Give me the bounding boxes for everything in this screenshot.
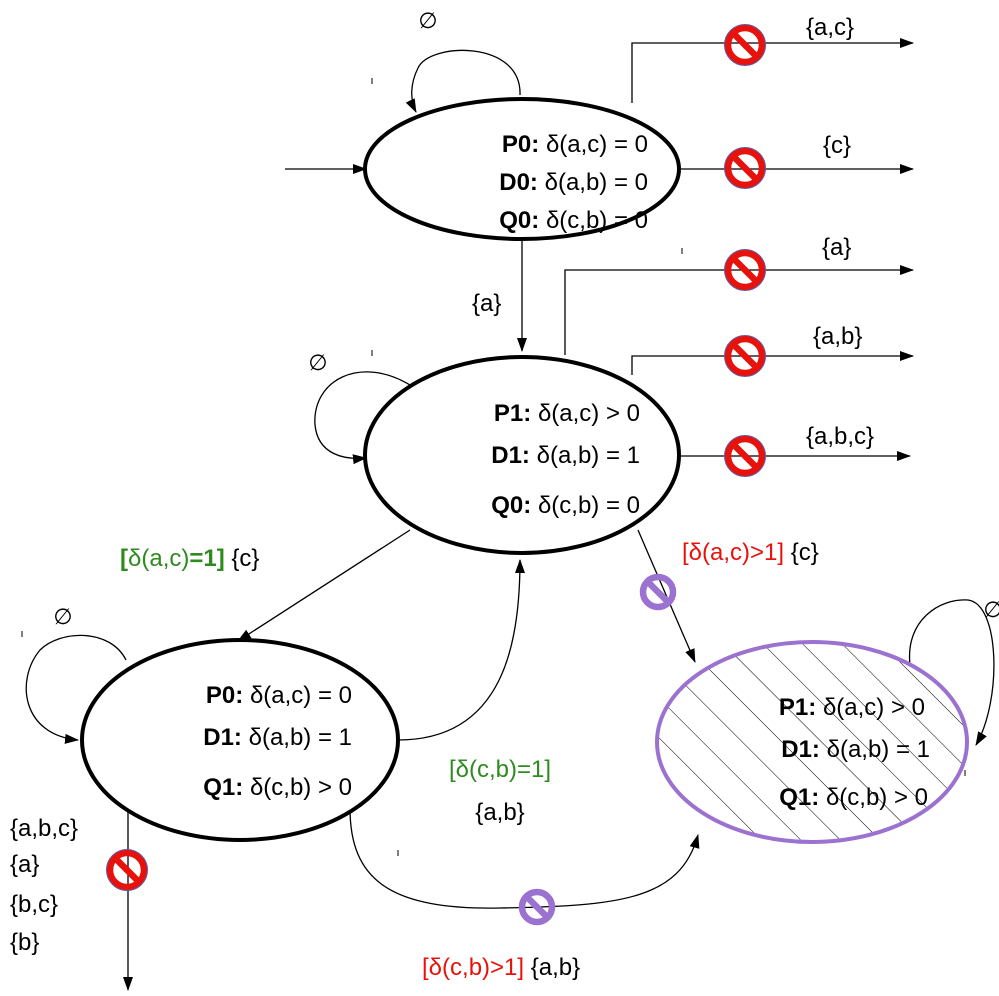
s0-to-s1-label: {a} <box>472 290 501 317</box>
state-s1[interactable]: P1: δ(a,c) > 0 D1: δ(a,b) = 1 Q0: δ(c,b)… <box>363 355 681 555</box>
s1-out-abc-label: {a,b,c} <box>806 423 874 450</box>
s0-self-loop-label: ∅ <box>418 8 437 33</box>
s3-self-loop-label: ∅ <box>983 597 999 622</box>
state-s0-line-3: Q0: δ(c,b) = 0 <box>499 207 648 234</box>
s2-down-label: {b,c} <box>10 891 58 918</box>
prohibited-icon <box>725 436 766 477</box>
prohibited-icon <box>725 336 766 377</box>
s1-out-a-edge <box>564 265 914 355</box>
s1-out-ab-edge <box>631 351 914 375</box>
edges <box>25 38 995 991</box>
s1-out-a-label: {a} <box>822 234 851 261</box>
s0-out-ac-label: {a,c} <box>806 14 854 41</box>
state-s0-line-2: D0: δ(a,b) = 0 <box>499 169 648 196</box>
state-s1-shape <box>363 355 681 555</box>
s1-out-ab-label: {a,b} <box>813 323 862 350</box>
s0-out-c-label: {c} <box>823 132 851 159</box>
s2-down-label: {a} <box>10 851 39 878</box>
s2-self-loop-label: ∅ <box>53 604 72 629</box>
prohibited-icon <box>107 850 148 891</box>
s2-down-label: {b} <box>10 929 39 956</box>
s2-to-s1-guard: [δ(c,b)=1] <box>449 756 551 783</box>
s1-to-s2-edge <box>237 529 411 642</box>
state-s0-line-1: P0: δ(a,c) = 0 <box>502 131 648 158</box>
prohibited-icon <box>725 148 766 189</box>
state-s2-shape <box>80 638 400 842</box>
state-s2-line-2: D1: δ(a,b) = 1 <box>203 724 352 751</box>
state-s3-line-3: Q1: δ(c,b) > 0 <box>779 784 928 811</box>
state-s2[interactable]: P0: δ(a,c) = 0 D1: δ(a,b) = 1 Q1: δ(c,b)… <box>80 638 400 842</box>
state-s1-line-2: D1: δ(a,b) = 1 <box>491 442 640 469</box>
state-s2-line-3: Q1: δ(c,b) > 0 <box>203 774 352 801</box>
state-s3-line-1: P1: δ(a,c) > 0 <box>779 694 925 721</box>
prohibited-soft-icon <box>643 577 673 607</box>
state-s3-hatch <box>657 642 967 842</box>
state-s0[interactable]: P0: δ(a,c) = 0 D0: δ(a,b) = 0 Q0: δ(c,b)… <box>363 97 681 241</box>
s2-down-label: {a,b,c} <box>10 815 78 842</box>
s1-to-s2-label: [δ(a,c)=1] {c} <box>120 545 259 572</box>
s2-to-s3-label: [δ(c,b)>1] {a,b} <box>422 954 580 981</box>
state-s1-line-3: Q0: δ(c,b) = 0 <box>491 492 640 519</box>
state-s3-shape <box>655 640 969 844</box>
s1-to-s3-label: [δ(a,c)>1] {c} <box>682 539 819 566</box>
prohibited-icon <box>725 250 766 291</box>
state-s2-line-1: P0: δ(a,c) = 0 <box>206 682 352 709</box>
state-s1-line-1: P1: δ(a,c) > 0 <box>494 400 640 427</box>
s0-self-loop <box>405 49 521 113</box>
s1-self-loop <box>314 371 411 465</box>
s2-self-loop <box>25 634 127 744</box>
s2-to-s1-input: {a,b} <box>475 799 524 826</box>
state-s3-line-2: D1: δ(a,b) = 1 <box>781 736 930 763</box>
state-s3-final[interactable]: P1: δ(a,c) > 0 D1: δ(a,b) = 1 Q1: δ(c,b)… <box>655 640 969 844</box>
tick-marks <box>21 78 966 856</box>
s2-to-s1-edge <box>397 559 525 741</box>
s2-to-s3-edge <box>349 807 700 909</box>
s1-self-loop-label: ∅ <box>308 350 327 375</box>
s3-self-loop <box>908 599 995 746</box>
s0-out-ac-edge <box>631 38 914 103</box>
state-s0-shape <box>363 97 681 241</box>
prohibited-icon <box>725 25 766 66</box>
